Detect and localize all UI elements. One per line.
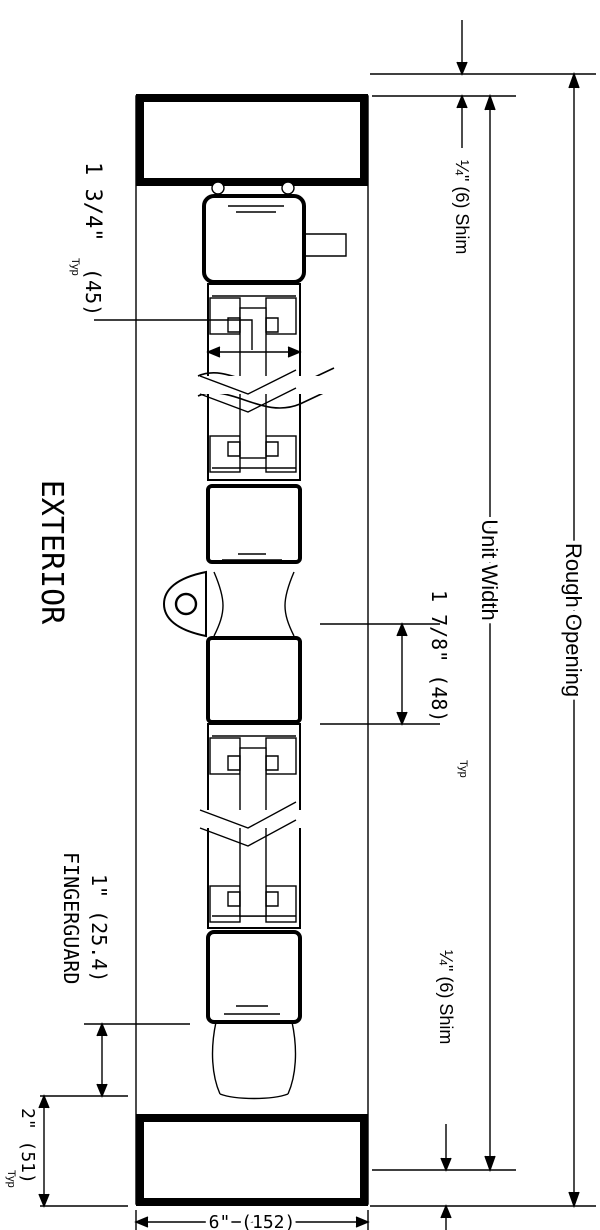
door-panel-2 xyxy=(206,484,302,564)
door-panel-3 xyxy=(206,636,302,724)
fingerguard-dimension xyxy=(40,1022,190,1098)
depth-dimension-label: 1 3/4" xyxy=(80,162,105,241)
rough-opening-dimension xyxy=(370,71,596,1209)
door-panel-4 xyxy=(199,723,340,929)
shim-bottom-label: ¼" (6) Shim xyxy=(436,950,456,1044)
bottom-jamb-block xyxy=(136,1114,368,1206)
panel-2-trim xyxy=(222,553,282,561)
shim-top-label: ¼" (6) Shim xyxy=(452,160,472,254)
stile-dimension xyxy=(320,622,440,726)
bottom-end-panel xyxy=(206,930,302,1100)
fingerguard-label: FINGERGUARD xyxy=(59,852,83,984)
door-panel-1 xyxy=(197,283,340,481)
depth-typ-label: Typ xyxy=(69,258,81,276)
wall-dimension xyxy=(134,1210,370,1230)
exterior-label: EXTERIOR xyxy=(34,480,69,625)
drawing-geometry xyxy=(38,20,596,1230)
fingerguard-dimension-label: 1" (25.4) xyxy=(87,874,111,982)
rough-opening-outline xyxy=(135,95,369,1205)
jamb-typ-label: Typ xyxy=(5,1170,17,1188)
top-jamb-block xyxy=(136,94,368,186)
unit-width-label: Unit Width xyxy=(477,519,502,620)
wall-dimension-label: 6" (152) xyxy=(209,1212,296,1230)
stile-typ-label: Typ xyxy=(457,760,469,778)
jamb-dimension xyxy=(38,1094,128,1208)
depth-dimension-metric: (45) xyxy=(81,268,105,316)
unit-width-dimension xyxy=(372,93,516,1173)
rough-opening-label: Rough Opening xyxy=(561,543,586,697)
jamb-dimension-label: 2" (51) xyxy=(17,1108,38,1184)
hinge-knuckle xyxy=(162,570,295,638)
shim-dimensions xyxy=(440,20,468,1230)
depth-dimension xyxy=(94,319,302,358)
stile-dimension-label: 1 7/8" (48) xyxy=(427,590,451,722)
top-end-panel xyxy=(202,181,347,284)
